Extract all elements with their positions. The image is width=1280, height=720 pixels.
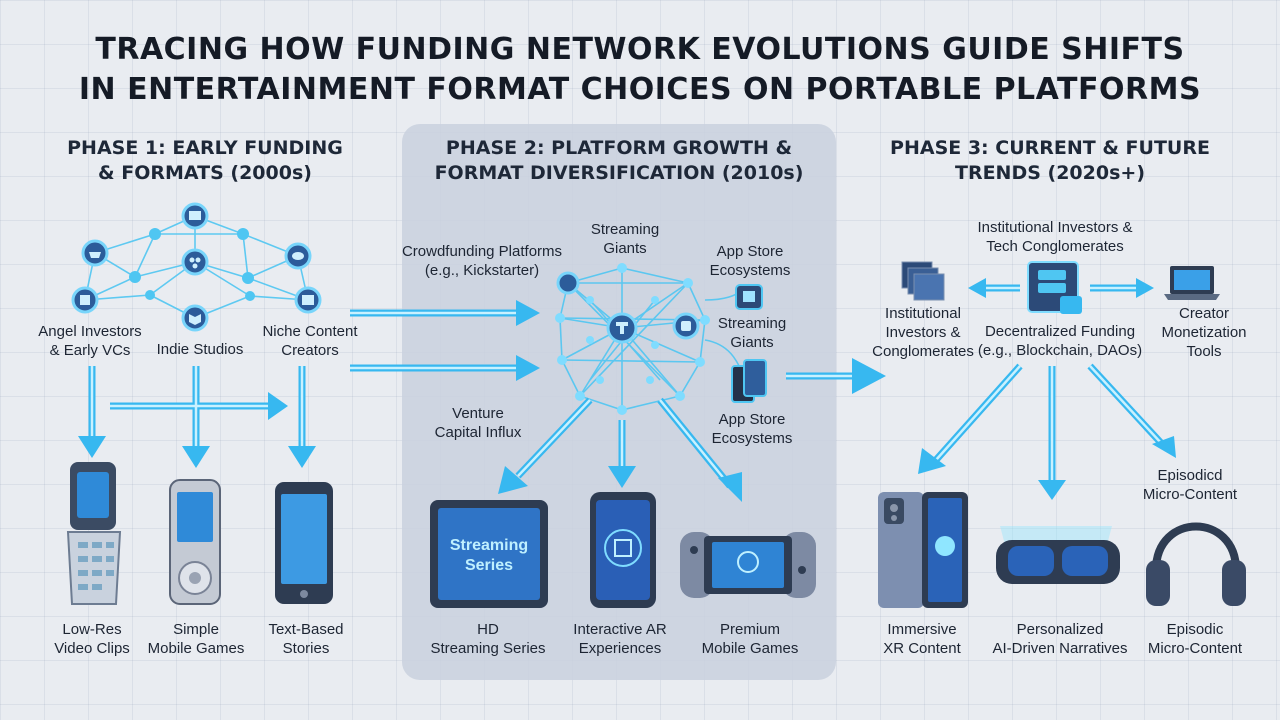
phase2-heading-line1: PHASE 2: PLATFORM GROWTH & [445,137,793,159]
label-crowdfunding: Crowdfunding Platforms (e.g., Kickstarte… [401,243,563,279]
foldable-phone-icon [878,492,968,608]
title-line-1: TRACING HOW FUNDING NETWORK EVOLUTIONS G… [95,32,1185,67]
laptop-icon [1164,266,1220,300]
label-episodic-top: Episodicd Micro-Content [1142,467,1238,503]
format-low-res-video: Low-Res Video Clips [54,621,130,657]
format-text-stories: Text-Based Stories [268,621,344,657]
label-appstore-side: App Store Ecosystems [711,411,793,447]
streaming-app-icon [735,284,763,310]
phase1-heading-line2: & FORMATS (2000s) [98,162,312,184]
format-personalized-ai: Personalized AI-Driven Narratives [992,621,1128,657]
label-streaming-side: Streaming Giants [717,315,787,351]
phase1-to-phase2-arrows [350,300,540,381]
phase1-network [71,202,322,332]
server-icon [1027,261,1082,314]
headset-icon [1146,522,1246,606]
candybar-phone-icon [169,479,221,605]
flip-phone-icon [66,462,122,605]
document-stack-icon [901,261,945,301]
basket-icon [81,239,109,267]
phase1-heading-line1: PHASE 1: EARLY FUNDING [67,137,343,159]
people-icon [181,248,209,276]
label-angel-investors: Angel Investors & Early VCs [38,323,142,359]
phase2-down-arrows [498,397,742,502]
vr-goggles-icon [996,526,1120,584]
phase1-heading: PHASE 1: EARLY FUNDING & FORMATS (2000s) [40,136,370,186]
format-hd-streaming: HD Streaming Series [430,621,546,657]
phone-stack-icon [731,359,767,403]
book-icon [181,304,209,332]
app-node-icon [672,312,700,340]
label-appstore-top: App Store Ecosystems [709,243,791,279]
hub-node-icon [606,312,638,344]
mail-icon [181,202,209,230]
phase3-heading: PHASE 3: CURRENT & FUTURE TRENDS (2020s+… [880,136,1220,186]
format-episodic-micro: Episodic Micro-Content [1147,621,1243,657]
chat-icon [284,242,312,270]
format-ar-experiences: Interactive AR Experiences [573,621,667,657]
app-icon [71,286,99,314]
tablet-screen-text: Streaming Series [449,537,529,574]
format-immersive-xr: Immersive XR Content [883,621,961,657]
phase3-side-arrows [968,278,1154,298]
label-venture-capital: Venture Capital Influx [434,405,522,441]
home-node-icon [556,271,580,295]
label-institutional-left: Institutional Investors & Conglomerates [872,305,974,360]
format-simple-games: Simple Mobile Games [147,621,245,657]
game-console-icon [680,532,816,598]
label-institutional-top: Institutional Investors & Tech Conglomer… [977,219,1133,255]
phase2-heading: PHASE 2: PLATFORM GROWTH & FORMAT DIVERS… [402,136,836,186]
label-indie-studios: Indie Studios [156,341,244,358]
label-decentralized: Decentralized Funding (e.g., Blockchain,… [977,323,1143,359]
phase2-to-phase3-arrow [786,358,886,394]
tablet-icon [430,500,548,608]
label-creator-tools: Creator Monetization Tools [1161,305,1247,360]
phase2-network [555,263,746,415]
format-premium-games: Premium Mobile Games [701,621,799,657]
window-icon [294,286,322,314]
phase3-heading-line1: PHASE 3: CURRENT & FUTURE [890,137,1210,159]
title-line-2: IN ENTERTAINMENT FORMAT CHOICES ON PORTA… [78,72,1202,107]
phase3-down-arrows [918,363,1176,500]
label-niche-creators: Niche Content Creators [262,323,358,359]
smartphone-icon [275,482,333,604]
ar-phone-icon [590,492,656,608]
page-title: TRACING HOW FUNDING NETWORK EVOLUTIONS G… [0,30,1280,110]
label-streaming-top: Streaming Giants [590,221,660,257]
phase1-arrows [78,366,316,468]
phase2-heading-line2: FORMAT DIVERSIFICATION (2010s) [434,162,804,184]
phase3-heading-line2: TRENDS (2020s+) [954,162,1146,184]
